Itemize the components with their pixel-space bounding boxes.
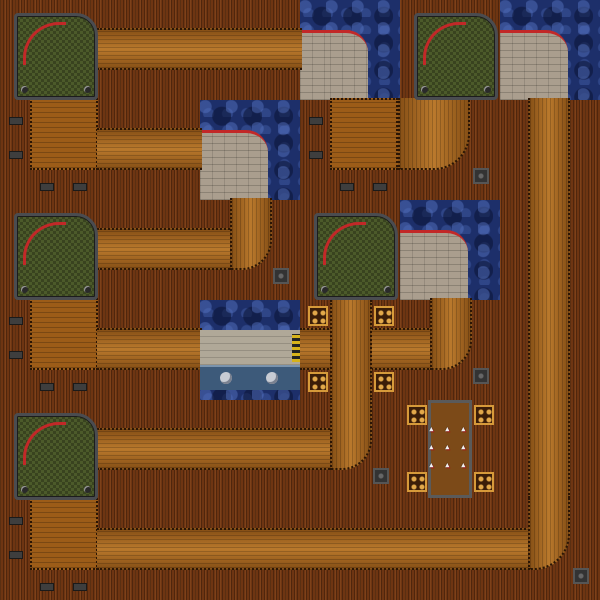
loader-frame[interactable]: ▴ ▴ ▴ ▴ ▴ ▴ ▴ ▴ ▴ xyxy=(428,400,472,498)
bolt xyxy=(321,286,328,293)
loader-glyph: ▴ xyxy=(444,458,451,471)
dock-wall xyxy=(200,330,300,365)
loader-glyph: ▴ xyxy=(460,422,467,435)
floor-slot xyxy=(73,183,87,191)
loader-glyph: ▴ xyxy=(460,458,467,471)
stone-ramp xyxy=(500,30,568,100)
conveyor-belt xyxy=(528,98,570,498)
machine-housing xyxy=(314,213,398,300)
bolt xyxy=(84,486,91,493)
loader-glyph: ▴ xyxy=(444,440,451,453)
crate[interactable] xyxy=(374,306,394,326)
loader-glyph: ▴ xyxy=(428,422,435,435)
bolt xyxy=(21,286,28,293)
floor-slot xyxy=(9,351,23,359)
bolt xyxy=(21,486,28,493)
floor-slot xyxy=(40,183,54,191)
floor-slot xyxy=(73,383,87,391)
conveyor-belt xyxy=(97,428,337,470)
loader-glyph: ▴ xyxy=(444,422,451,435)
conveyor-belt-curve xyxy=(398,98,470,170)
machine-housing xyxy=(414,13,498,100)
conveyor-belt xyxy=(30,298,98,370)
floor-plate xyxy=(273,268,289,284)
floor-slot xyxy=(9,117,23,125)
bolt xyxy=(84,86,91,93)
floor-plate xyxy=(373,468,389,484)
crate[interactable] xyxy=(374,372,394,392)
stone-ramp xyxy=(330,30,368,100)
loader-glyph: ▴ xyxy=(428,440,435,453)
floor-plate xyxy=(473,368,489,384)
floor-slot xyxy=(9,517,23,525)
conveyor-belt xyxy=(300,328,445,370)
crate[interactable] xyxy=(308,306,328,326)
floor-slot xyxy=(9,151,23,159)
bolt xyxy=(21,86,28,93)
floor-slot xyxy=(309,117,323,125)
bolt xyxy=(384,286,391,293)
conveyor-belt xyxy=(97,28,302,70)
bolt xyxy=(421,86,428,93)
loader-glyph: ▴ xyxy=(428,458,435,471)
stone-ramp xyxy=(400,230,468,300)
floor-plate xyxy=(573,568,589,584)
floor-plate xyxy=(473,168,489,184)
floor-slot xyxy=(40,383,54,391)
conveyor-belt-curve xyxy=(230,198,272,270)
machine-housing xyxy=(14,413,98,500)
conveyor-belt-curve xyxy=(330,398,372,470)
floor-slot xyxy=(309,151,323,159)
crate[interactable] xyxy=(474,405,494,425)
crate[interactable] xyxy=(308,372,328,392)
bolt xyxy=(84,286,91,293)
dock-base xyxy=(200,365,300,390)
stone-ramp xyxy=(200,130,268,200)
conveyor-belt xyxy=(330,98,398,170)
conveyor-belt xyxy=(330,300,372,400)
bolt xyxy=(484,86,491,93)
dock-light xyxy=(220,372,232,384)
floor-slot xyxy=(9,317,23,325)
floor-slot xyxy=(340,183,354,191)
dock-light xyxy=(266,372,278,384)
conveyor-belt xyxy=(97,528,537,570)
crate[interactable] xyxy=(474,472,494,492)
floor-slot xyxy=(373,183,387,191)
floor-slot xyxy=(9,551,23,559)
conveyor-belt-curve xyxy=(430,298,472,370)
conveyor-belt xyxy=(97,328,202,370)
hazard-stripes xyxy=(292,334,300,362)
machine-housing xyxy=(14,13,98,100)
conveyor-belt xyxy=(97,228,237,270)
conveyor-belt xyxy=(30,98,98,170)
conveyor-belt-curve xyxy=(528,498,570,570)
crate[interactable] xyxy=(407,405,427,425)
conveyor-belt xyxy=(97,128,202,170)
crate[interactable] xyxy=(407,472,427,492)
loader-glyph: ▴ xyxy=(460,440,467,453)
floor-slot xyxy=(73,583,87,591)
machine-housing xyxy=(14,213,98,300)
floor-slot xyxy=(40,583,54,591)
conveyor-belt xyxy=(30,498,98,570)
